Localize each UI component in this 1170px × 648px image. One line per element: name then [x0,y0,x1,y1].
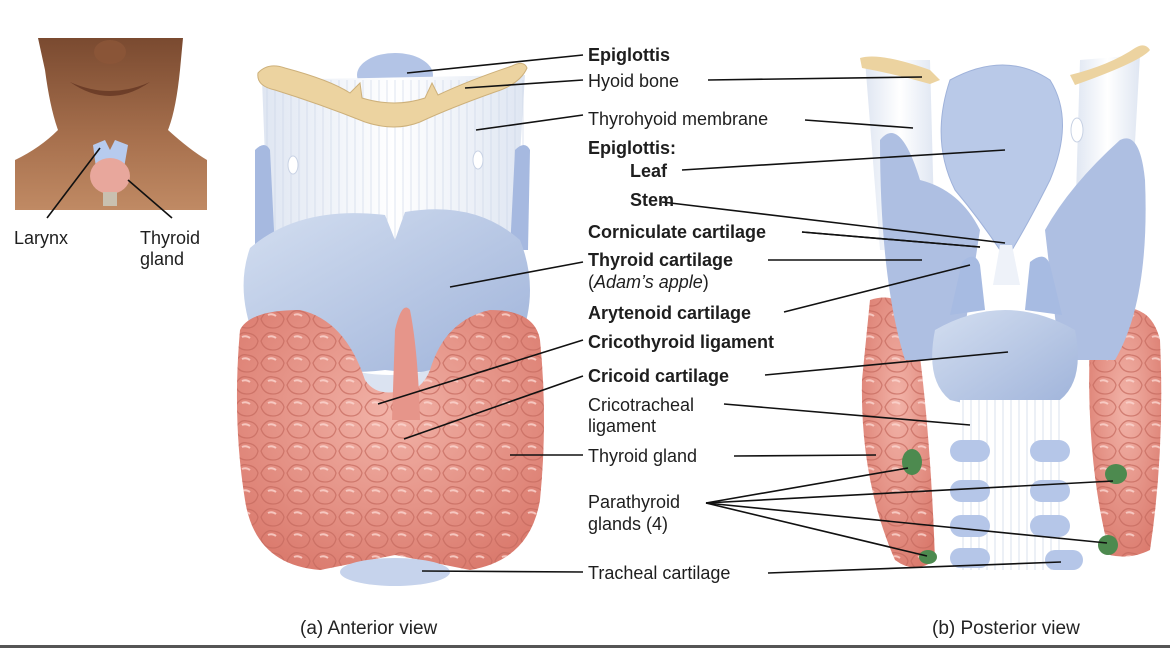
label-tracheal-cartilage: Tracheal cartilage [588,563,731,583]
leader-lines [46,54,1114,574]
label-thyrohyoid-membrane: Thyrohyoid membrane [588,109,769,129]
label-corniculate-cartilage: Corniculate cartilage [588,222,767,242]
paren-open: ( [588,272,594,292]
label-epiglottis-header: Epiglottis: [588,138,676,158]
caption-posterior-view: (b) Posterior view [932,618,1080,639]
label-cricoid-cartilage: Cricoid cartilage [588,366,730,386]
inset-neck-image [15,38,207,210]
label-stem: Stem [630,190,675,210]
adams-apple-text: Adam’s apple [594,272,703,292]
label-thyroid-gland: Thyroid gland [588,446,698,466]
caption-anterior-view: (a) Anterior view [300,618,438,639]
label-cricotracheal-line1: Cricotracheal [588,395,695,415]
label-thyroid-cartilage: Thyroid cartilage [588,250,734,270]
label-cricotracheal-line2: ligament [588,416,657,436]
label-parathyroid-line2: glands (4) [588,514,669,534]
label-arytenoid-cartilage: Arytenoid cartilage [588,303,752,323]
label-adams-apple: (Adam’s apple) [588,272,709,292]
inset-label-larynx: Larynx [14,228,69,248]
bottom-divider [0,645,1170,648]
paren-close: ) [702,272,709,292]
label-hyoid-bone: Hyoid bone [588,71,680,91]
label-parathyroid-line1: Parathyroid [588,492,681,512]
label-leaf: Leaf [630,161,668,181]
label-epiglottis: Epiglottis [588,45,670,65]
posterior-view-drawing [860,45,1162,570]
inset-label-thyroid-line1: Thyroid [140,228,201,248]
inset-label-thyroid-line2: gland [140,249,185,269]
label-cricothyroid-ligament: Cricothyroid ligament [588,332,775,352]
anterior-view-drawing [236,53,544,586]
